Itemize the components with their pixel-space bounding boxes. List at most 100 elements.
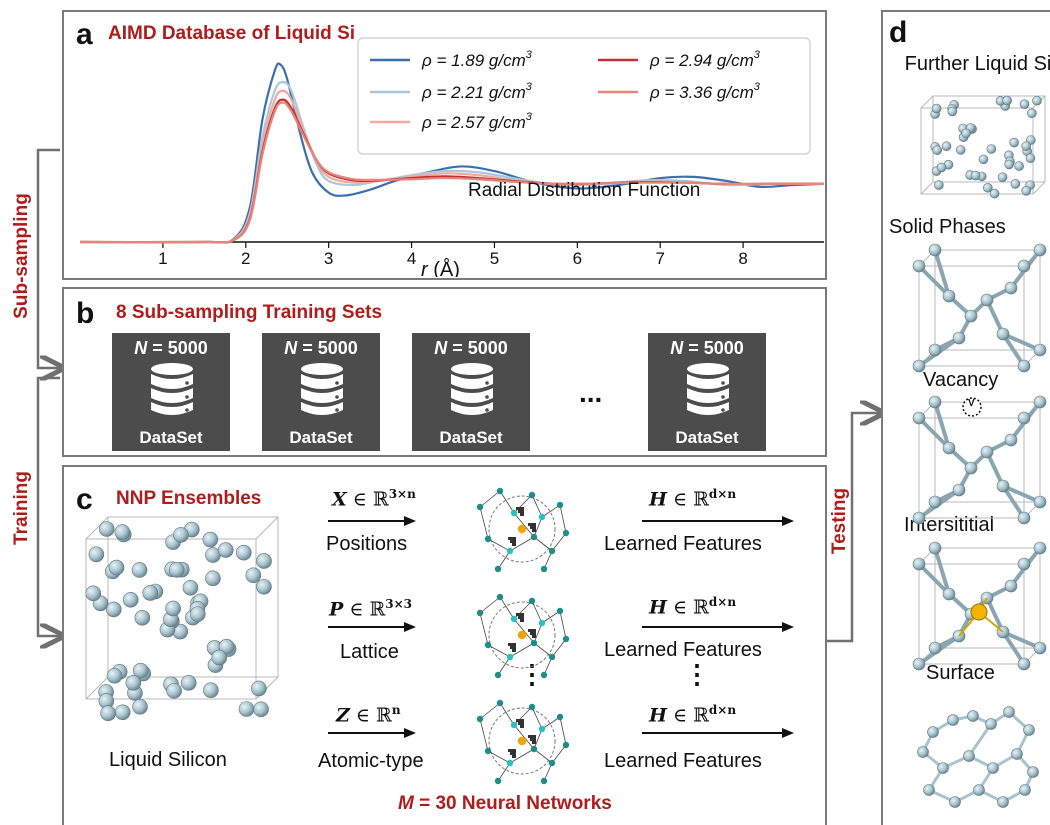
input-type-caption: Atomic-type xyxy=(318,750,424,772)
cell-edge xyxy=(934,249,1041,351)
feature-bar xyxy=(518,510,524,513)
cell-edge xyxy=(920,95,934,109)
cell-edge xyxy=(932,95,1046,183)
sub-sampling-label: Sub-sampling xyxy=(11,193,32,319)
legend-entry: ρ = 2.57 g/cm3 xyxy=(421,111,533,132)
si-atom xyxy=(114,524,131,540)
graph-node xyxy=(538,513,546,521)
si-atom xyxy=(202,531,219,548)
graph-edge xyxy=(531,706,543,730)
graph-edge xyxy=(533,622,543,644)
vacancy-site xyxy=(962,397,982,417)
si-atom xyxy=(217,542,234,558)
graph-edge xyxy=(513,618,535,644)
si-atom xyxy=(131,562,148,578)
si-atom xyxy=(989,188,1000,199)
graph-edge xyxy=(533,728,543,750)
si-atom xyxy=(245,567,262,584)
graph-node xyxy=(496,593,504,601)
graph-edge xyxy=(551,532,567,552)
si-atom xyxy=(105,601,122,618)
si-bond xyxy=(933,249,951,297)
legend-entry: ρ = 2.21 g/cm3 xyxy=(421,81,533,102)
si-atom xyxy=(1033,243,1047,257)
graph-node xyxy=(484,747,492,755)
graph-edge xyxy=(509,642,535,658)
panel-d: d Further Liquid Si Solid Phases Vacancy… xyxy=(881,10,1050,825)
panel-c-title: NNP Ensembles xyxy=(116,488,262,509)
dataset-label: DataSet xyxy=(139,428,203,447)
si-atom xyxy=(1027,108,1037,119)
x-tick-label: 8 xyxy=(738,249,747,268)
vacancy-marker: V xyxy=(968,398,975,409)
si-atom xyxy=(106,667,123,684)
si-atom xyxy=(997,172,1008,183)
graph-node xyxy=(562,529,570,537)
si-atom xyxy=(205,570,221,587)
dataset-card: N = 5000 DataSet xyxy=(648,333,766,451)
dataset-size: N = 5000 xyxy=(670,338,744,358)
graph-node xyxy=(476,503,484,511)
si-atom xyxy=(1004,159,1014,170)
si-atom xyxy=(941,141,952,151)
si-atom xyxy=(182,579,199,596)
graph-node xyxy=(548,759,556,767)
cell-edge xyxy=(918,563,1025,665)
feature-bar xyxy=(508,749,516,752)
si-atom xyxy=(1033,641,1047,655)
dataset-size: N = 5000 xyxy=(134,338,208,358)
si-atom xyxy=(942,587,956,601)
graph-node xyxy=(506,653,514,661)
graph-node xyxy=(510,721,518,729)
central-atom-node xyxy=(517,736,527,746)
x-tick-label: 6 xyxy=(573,249,582,268)
si-atom xyxy=(1033,343,1047,357)
liquid-silicon-caption: Liquid Silicon xyxy=(109,749,227,771)
output-features-caption: Learned Features xyxy=(604,750,762,772)
si-atom xyxy=(987,762,999,774)
feature-bar xyxy=(528,629,536,632)
si-atom xyxy=(980,293,994,307)
si-atom xyxy=(1021,186,1032,196)
dataset-label: DataSet xyxy=(439,428,503,447)
graph-edge xyxy=(497,656,511,676)
si-atom xyxy=(238,701,255,717)
panel-b-title: 8 Sub-sampling Training Sets xyxy=(116,302,383,323)
si-atom xyxy=(1019,784,1031,796)
dataset-card: N = 5000 DataSet xyxy=(412,333,530,451)
graph-node xyxy=(476,609,484,617)
si-atom xyxy=(256,578,272,595)
si-atom xyxy=(996,327,1010,341)
legend-entry: ρ = 3.36 g/cm3 xyxy=(649,81,761,102)
receptive-field-circle xyxy=(488,495,556,563)
si-atom xyxy=(165,600,181,617)
graph-node xyxy=(494,777,502,785)
si-atom xyxy=(955,145,966,155)
feature-bar xyxy=(518,722,524,725)
surface-label: Surface xyxy=(926,662,995,684)
output-features-math: H ∈ ℝd×n xyxy=(649,487,737,511)
si-atom xyxy=(189,606,206,622)
si-atom xyxy=(963,750,975,762)
graph-edge xyxy=(479,702,501,720)
cell-edge xyxy=(85,676,109,700)
panel-c-label: c xyxy=(76,483,93,516)
graph-node xyxy=(562,635,570,643)
output-arrowhead xyxy=(782,728,794,738)
graph-node xyxy=(506,547,514,555)
rdf-series-line xyxy=(79,101,824,244)
x-tick-label: 2 xyxy=(241,249,250,268)
si-atom xyxy=(970,170,981,181)
testing-label: Testing xyxy=(829,487,850,555)
si-atom xyxy=(928,343,942,357)
si-atom xyxy=(1004,579,1018,593)
si-atom xyxy=(1010,179,1021,189)
si-bond xyxy=(1002,484,1041,504)
graph-edge xyxy=(543,550,553,570)
si-atom xyxy=(961,128,971,139)
graph-edge xyxy=(487,538,511,552)
panel-b: b 8 Sub-sampling Training Sets N = 5000 … xyxy=(62,287,827,457)
feature-bar xyxy=(518,616,524,619)
database-icon xyxy=(687,363,729,415)
